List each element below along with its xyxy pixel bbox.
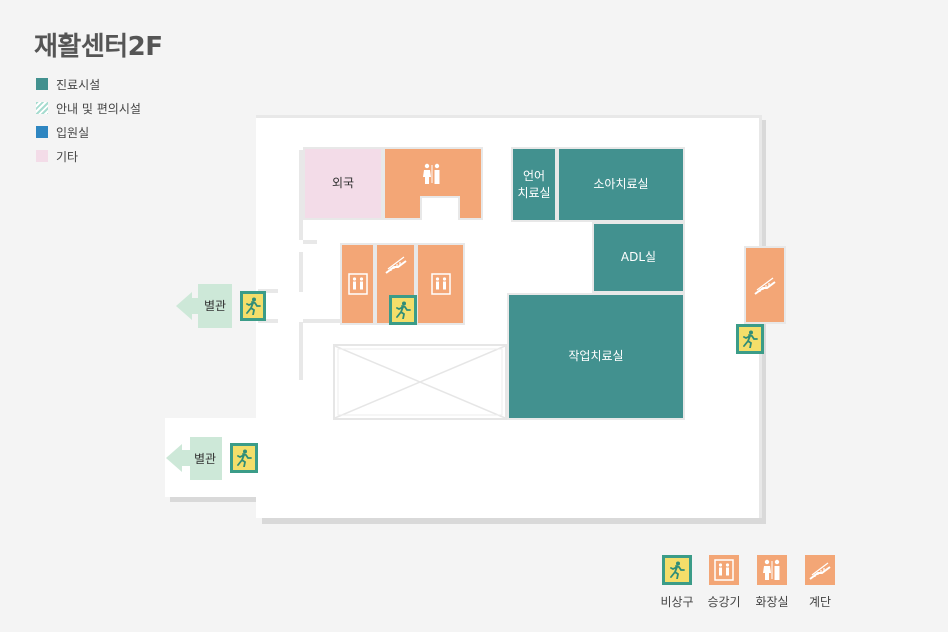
corridor-wall xyxy=(303,240,317,244)
emergency-exit-east[interactable] xyxy=(736,324,764,354)
key-label: 계단 xyxy=(808,595,832,609)
legend-item-other: 기타 xyxy=(36,148,141,164)
elevator-icon xyxy=(430,273,451,295)
key-tile xyxy=(805,555,835,585)
key-tile xyxy=(662,555,692,585)
legend: 진료시설 안내 및 편의시설 입원실 기타 xyxy=(36,76,141,172)
legend-item-ward: 입원실 xyxy=(36,124,141,140)
stairs-right[interactable] xyxy=(744,246,786,324)
key-label: 승강기 xyxy=(707,595,741,609)
key-stairs: 계단 xyxy=(790,555,850,610)
legend-label: 진료시설 xyxy=(56,77,101,92)
annex-arrow-upper[interactable]: 별관 xyxy=(176,284,234,328)
elevator-left[interactable] xyxy=(340,243,375,325)
corridor-wall xyxy=(299,252,303,292)
legend-swatch-other xyxy=(36,150,48,162)
page-title: 재활센터2F xyxy=(34,32,163,62)
speech-therapy-room[interactable]: 언어 치료실 xyxy=(511,147,557,222)
emergency-exit-center[interactable] xyxy=(389,295,417,325)
key-restroom: 화장실 xyxy=(742,555,802,610)
emergency-exit-west-lower[interactable] xyxy=(230,443,258,473)
atrium-void xyxy=(333,344,507,420)
corridor-wall xyxy=(299,150,303,240)
atrium-cross xyxy=(335,346,505,418)
room-label: ADL실 xyxy=(620,250,657,264)
room-label: 외국 xyxy=(331,176,355,190)
legend-item-facility: 안내 및 편의시설 xyxy=(36,100,141,116)
legend-swatch-treatment xyxy=(36,78,48,90)
emergency-exit-icon xyxy=(743,330,758,348)
restroom-block[interactable] xyxy=(383,147,483,220)
key-label: 비상구 xyxy=(660,595,694,609)
room-label: 언어 치료실 xyxy=(517,168,550,202)
stairs-icon xyxy=(384,256,407,274)
emergency-exit-icon xyxy=(237,449,252,467)
emergency-exit-icon xyxy=(396,301,411,319)
restroom-icon xyxy=(423,163,440,184)
key-emergency-exit: 비상구 xyxy=(647,555,707,610)
emergency-exit-icon xyxy=(246,297,261,315)
annex-label: 별관 xyxy=(203,299,227,313)
legend-label: 입원실 xyxy=(56,125,90,140)
key-tile xyxy=(757,555,787,585)
floor-lower-right xyxy=(511,498,762,518)
restroom-icon xyxy=(763,559,780,580)
legend-swatch-ward xyxy=(36,126,48,138)
room-label: 작업치료실 xyxy=(568,349,624,363)
key-elevator: 승강기 xyxy=(694,555,754,610)
annex-arrow-lower[interactable]: 별관 xyxy=(166,437,224,480)
legend-item-treatment: 진료시설 xyxy=(36,76,141,92)
arrow-left-icon xyxy=(176,284,232,328)
restroom-shape xyxy=(383,147,483,220)
floor-lower-left xyxy=(165,418,511,497)
adl-room[interactable]: ADL실 xyxy=(592,222,685,293)
emergency-exit-west-upper[interactable] xyxy=(240,291,266,321)
room-label-line: 치료실 xyxy=(517,185,551,200)
stairs-icon xyxy=(754,277,776,295)
corridor-wall xyxy=(303,319,340,323)
stairs-icon xyxy=(809,562,831,580)
legend-label: 안내 및 편의시설 xyxy=(56,101,141,116)
corridor-wall xyxy=(258,319,278,323)
key-tile xyxy=(709,555,739,585)
key-label: 화장실 xyxy=(755,595,789,609)
pharmacy-room[interactable]: 외국 xyxy=(303,147,383,220)
elevator-icon xyxy=(714,559,734,581)
room-label: 소아치료실 xyxy=(593,177,649,191)
elevator-icon xyxy=(347,273,368,295)
arrow-left-icon xyxy=(166,437,222,480)
room-label-line: 언어 xyxy=(522,168,546,183)
emergency-exit-icon xyxy=(670,561,685,579)
pediatric-therapy-room[interactable]: 소아치료실 xyxy=(557,147,685,222)
occupational-therapy-room[interactable]: 작업치료실 xyxy=(507,293,685,420)
corridor-wall xyxy=(299,322,303,380)
corridor-wall xyxy=(258,289,278,293)
legend-swatch-facility xyxy=(36,102,48,114)
legend-label: 기타 xyxy=(56,149,79,164)
elevator-right[interactable] xyxy=(416,243,465,325)
annex-label: 별관 xyxy=(193,452,217,466)
outer-wall xyxy=(256,115,762,118)
